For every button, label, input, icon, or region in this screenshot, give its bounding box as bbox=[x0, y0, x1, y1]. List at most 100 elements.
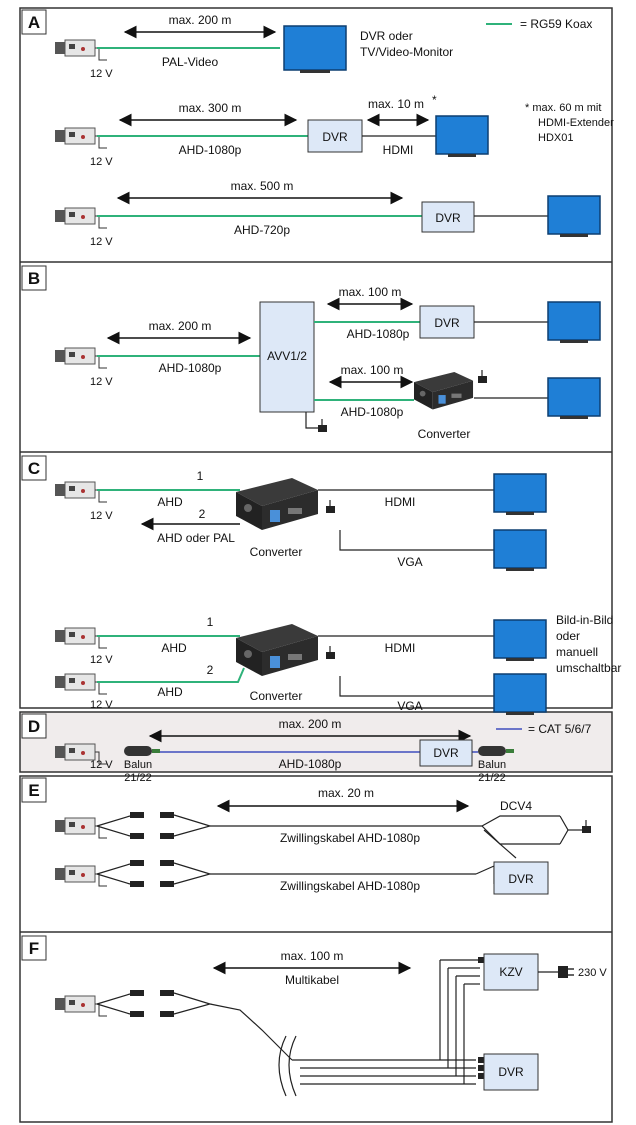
monitor-icon bbox=[547, 301, 601, 341]
converter-icon bbox=[236, 478, 318, 530]
interface-label: HDMI bbox=[385, 641, 416, 655]
dvr-box bbox=[483, 1053, 539, 1091]
distance-label: max. 100 m bbox=[341, 363, 404, 377]
distance-label: max. 100 m bbox=[339, 285, 402, 299]
converter-icon bbox=[414, 372, 474, 410]
distance-label: max. 500 m bbox=[231, 179, 294, 193]
signal-label: AHD-1080p bbox=[159, 361, 222, 375]
signal-label: AHD bbox=[157, 495, 183, 509]
monitor-icon bbox=[493, 473, 547, 513]
distance-label: max. 300 m bbox=[179, 101, 242, 115]
dvr-box bbox=[307, 119, 363, 153]
section-label-c: C bbox=[28, 459, 40, 478]
dvr-label: DVR bbox=[322, 130, 348, 144]
mode-note: manuell bbox=[556, 645, 598, 659]
footnote-text: HDX01 bbox=[538, 132, 573, 144]
footnote-text: HDMI-Extender bbox=[538, 117, 614, 129]
camera-icon bbox=[54, 481, 108, 503]
camera-icon bbox=[54, 865, 108, 887]
channel-number: 1 bbox=[207, 615, 214, 629]
balun-label: 21/22 bbox=[124, 772, 152, 784]
dvr-label: DVR bbox=[433, 746, 459, 760]
signal-label: AHD bbox=[161, 641, 187, 655]
interface-label: VGA bbox=[397, 699, 422, 713]
cable-label: Zwillingskabel AHD-1080p bbox=[280, 831, 420, 845]
coax-cable bbox=[97, 667, 245, 683]
legend-coax-label: = RG59 Koax bbox=[520, 17, 592, 31]
channel-number: 2 bbox=[199, 507, 206, 521]
converter-label: Converter bbox=[250, 545, 303, 559]
voltage-label: 12 V bbox=[90, 376, 113, 388]
interface-label: HDMI bbox=[385, 495, 416, 509]
signal-label: PAL-Video bbox=[162, 55, 219, 69]
distance-label: max. 200 m bbox=[149, 319, 212, 333]
balun-label: Balun bbox=[478, 759, 506, 771]
section-label-f: F bbox=[29, 939, 39, 958]
voltage-label: 12 V bbox=[90, 654, 113, 666]
avv-device-box bbox=[259, 301, 315, 413]
voltage-label: 12 V bbox=[90, 699, 113, 711]
device-label: KZV bbox=[499, 965, 522, 979]
cable-label: Zwillingskabel AHD-1080p bbox=[280, 879, 420, 893]
camera-icon bbox=[54, 673, 108, 695]
converter-label: Converter bbox=[250, 689, 303, 703]
voltage-label: 12 V bbox=[90, 236, 113, 248]
destination-label: TV/Video-Monitor bbox=[360, 45, 453, 59]
channel-number: 2 bbox=[207, 663, 214, 677]
camera-icon bbox=[54, 627, 108, 649]
dvr-label: DVR bbox=[435, 211, 461, 225]
power-plug-icon bbox=[558, 966, 568, 978]
camera-icon bbox=[54, 39, 108, 61]
camera-icon bbox=[54, 127, 108, 149]
multi-cable bbox=[209, 1003, 476, 1061]
power-plug-icon bbox=[325, 645, 336, 660]
vga-cable bbox=[339, 676, 494, 697]
monitor-icon bbox=[547, 377, 601, 417]
legend-cat-label: = CAT 5/6/7 bbox=[528, 722, 592, 736]
signal-label: AHD-1080p bbox=[347, 327, 410, 341]
mode-note: Bild-in-Bild bbox=[556, 613, 613, 627]
power-label: 230 V bbox=[578, 967, 607, 979]
dvr-box bbox=[493, 861, 549, 895]
power-plug-icon bbox=[581, 819, 592, 834]
dvr-label: DVR bbox=[498, 1065, 524, 1079]
signal-label: AHD-1080p bbox=[279, 757, 342, 771]
converter-label: Converter bbox=[418, 427, 471, 441]
monitor-icon bbox=[493, 619, 547, 659]
dvr-label: DVR bbox=[508, 872, 534, 886]
voltage-label: 12 V bbox=[90, 759, 113, 771]
channel-number: 1 bbox=[197, 469, 204, 483]
converter-icon bbox=[236, 624, 318, 676]
distance-label: max. 20 m bbox=[318, 786, 374, 800]
camera-icon bbox=[54, 817, 108, 839]
signal-label: AHD oder PAL bbox=[157, 531, 235, 545]
monitor-icon bbox=[493, 673, 547, 713]
monitor-icon bbox=[435, 115, 489, 155]
power-plug-icon bbox=[325, 499, 336, 514]
signal-label: AHD-1080p bbox=[341, 405, 404, 419]
distance-label: max. 200 m bbox=[169, 13, 232, 27]
interface-label: HDMI bbox=[383, 143, 414, 157]
distance-label: max. 10 m bbox=[368, 97, 424, 111]
destination-label: DVR oder bbox=[360, 29, 413, 43]
power-plug-icon bbox=[317, 418, 328, 433]
distance-label: max. 200 m bbox=[279, 717, 342, 731]
section-label-b: B bbox=[28, 269, 40, 288]
voltage-label: 12 V bbox=[90, 510, 113, 522]
footnote-text: * max. 60 m mit bbox=[525, 102, 601, 114]
power-plug-icon bbox=[477, 369, 488, 384]
camera-icon bbox=[54, 995, 108, 1017]
monitor-icon bbox=[547, 195, 601, 235]
distance-label: max. 100 m bbox=[281, 949, 344, 963]
monitor-icon bbox=[493, 529, 547, 569]
balun-label: 21/22 bbox=[478, 772, 506, 784]
signal-label: AHD-720p bbox=[234, 223, 290, 237]
camera-icon bbox=[54, 207, 108, 229]
section-label-a: A bbox=[28, 13, 40, 32]
cable-label: Multikabel bbox=[285, 973, 339, 987]
balun-label: Balun bbox=[124, 759, 152, 771]
signal-label: AHD bbox=[157, 685, 183, 699]
dvr-box bbox=[419, 739, 473, 767]
